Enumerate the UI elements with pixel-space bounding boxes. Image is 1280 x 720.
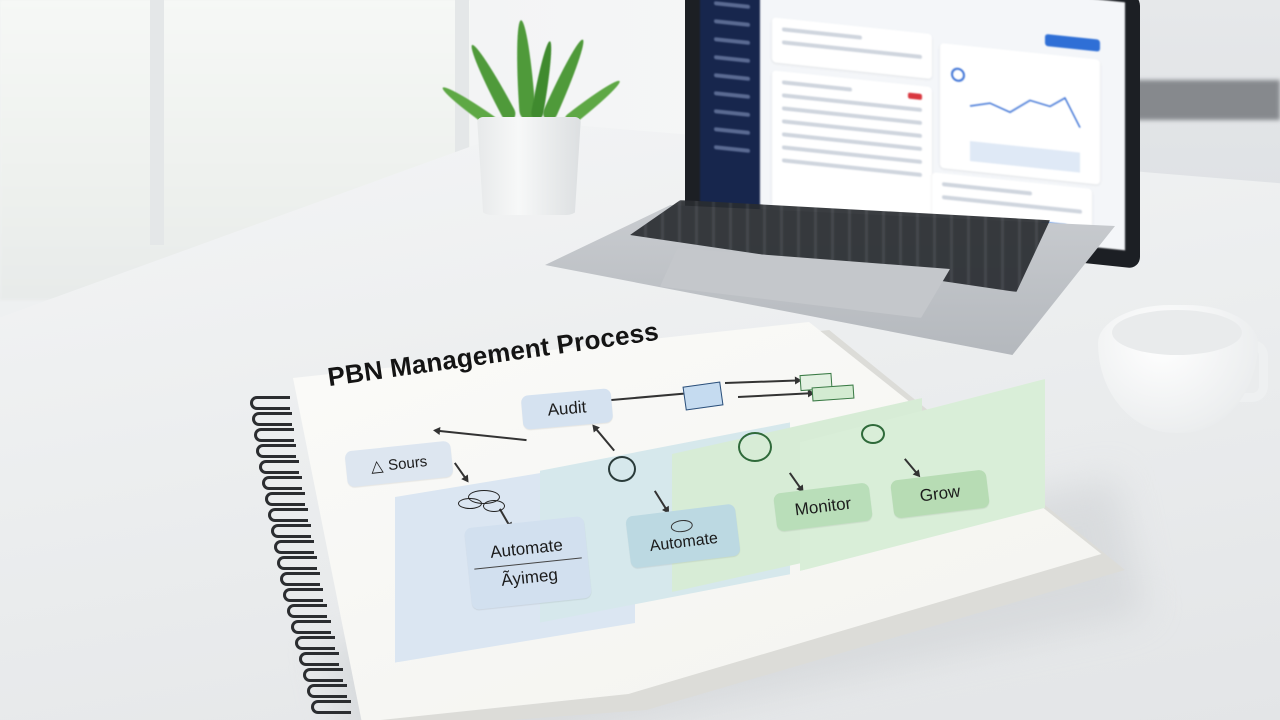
window-frame (150, 0, 164, 245)
dashboard-table-card (772, 70, 932, 228)
dashboard-primary-button (1045, 33, 1100, 52)
report-icon (811, 384, 855, 402)
line-chart-icon (951, 67, 1081, 173)
warning-icon: △ (370, 457, 385, 476)
laptop-screen (700, 0, 1125, 251)
node-automate-1: Automate Ãyimeg (464, 515, 592, 611)
clock-icon (608, 456, 636, 482)
plant-pot (477, 117, 581, 215)
growth-icon (861, 424, 885, 444)
dashboard-chart-card (940, 42, 1100, 185)
power-icon (738, 432, 772, 462)
coin-icon (670, 518, 694, 534)
dashboard-sidebar (700, 0, 760, 212)
cup-rim (1112, 310, 1242, 355)
dashboard-card (772, 17, 932, 80)
